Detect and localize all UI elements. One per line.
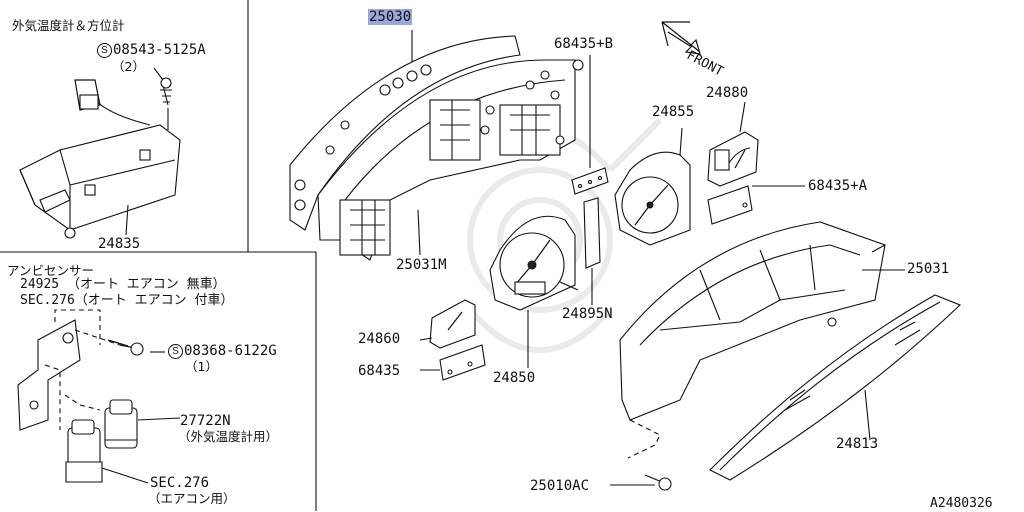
glass-drawing [709, 294, 962, 481]
bracket-label: 68435 [358, 363, 401, 379]
temp-gauge-label: 24880 [706, 85, 749, 101]
circle-s-icon: S [97, 42, 112, 58]
sensor-part-label: 27722N [180, 413, 231, 429]
ambient-sensor-line2: SEC.276（オート エアコン 付車） [20, 293, 234, 308]
ambient-sensor-line1: 24925 （オート エアコン 無車） [20, 277, 226, 292]
front-cover-label: 25031 [907, 261, 950, 277]
bolt-part-number: 08543-5125A [113, 42, 206, 58]
front-arrow-icon [661, 21, 701, 55]
screw-part-number: 08368-6122G [184, 343, 277, 359]
sensor-note: （外気温度計用） [178, 429, 279, 444]
tachometer-drawing [489, 215, 579, 368]
bolt-qty: （2） [112, 59, 145, 74]
compass-unit-part-label: 24835 [98, 236, 141, 252]
bracket-drawing [420, 344, 486, 381]
screw-qty: （1） [185, 359, 218, 374]
bracket-a-label: 68435+A [808, 178, 868, 194]
fuel-gauge-drawing [419, 299, 476, 349]
bracket-a-drawing [707, 185, 805, 225]
harness-label: 24895N [562, 306, 613, 322]
cluster-housing-drawing [289, 30, 584, 261]
screw-drawing [610, 474, 672, 491]
panel-borders [0, 0, 317, 511]
ambient-sensor-title: アンビセンサー [7, 263, 95, 278]
compass-section-title: 外気温度計＆方位計 [12, 18, 125, 33]
sec-ref-note: （エアコン用） [148, 491, 236, 506]
glass-label: 24813 [836, 436, 879, 452]
compass-unit-drawing [19, 77, 181, 239]
circle-s-icon: S [168, 343, 183, 359]
temp-gauge-drawing [707, 101, 759, 187]
screw-label: 25010AC [530, 478, 590, 494]
sec-ref-label: SEC.276 [150, 475, 210, 491]
tachometer-label: 24850 [493, 370, 536, 386]
harness-drawing [583, 197, 601, 305]
bracket-b-drawing [571, 55, 609, 195]
fuel-gauge-label: 24860 [358, 331, 401, 347]
speedometer-drawing [614, 127, 691, 246]
assembly-part-label: 25030 [368, 9, 413, 25]
diagram-code: A2480326 [930, 496, 993, 511]
cluster-case-label: 25031M [396, 257, 447, 273]
speedometer-label: 24855 [652, 104, 695, 120]
assembly-part-number: 25030 [368, 9, 413, 25]
front-cover-drawing [619, 221, 905, 459]
sensor-bracket-drawing [17, 309, 181, 484]
bracket-b-label: 68435+B [554, 36, 614, 52]
